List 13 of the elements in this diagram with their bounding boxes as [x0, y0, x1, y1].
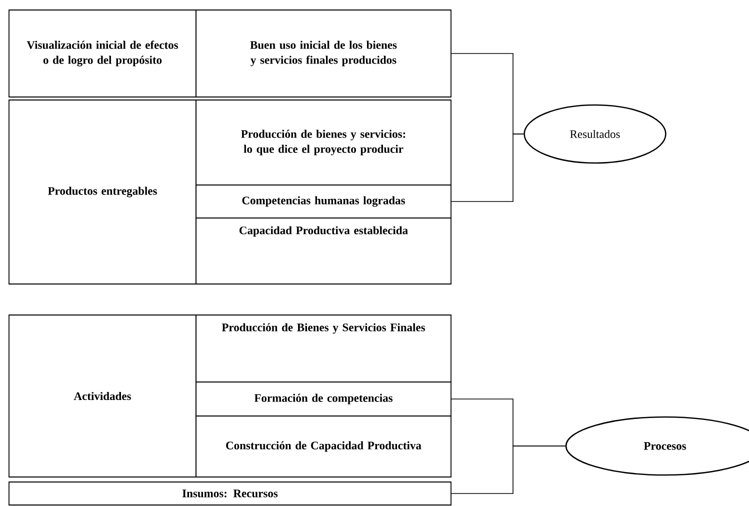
- text-cell: Visualización inicial de efectos o de logro del propósito: [8, 10, 196, 98]
- text-cell: Construcción de Capacidad Productiva: [196, 416, 452, 478]
- text-cell: Producción de bienes y servicios: lo que dice el proyecto producir: [196, 100, 452, 186]
- bracket-connector: [451, 446, 566, 494]
- bracket-connector: [451, 134, 524, 202]
- text-cell: Competencias humanas logradas: [196, 184, 452, 218]
- text-cell: Formación de competencias: [196, 382, 452, 416]
- text-cell: Insumos: Recursos: [8, 482, 452, 506]
- text-cell: Producción de Bienes y Servicios Finales: [196, 314, 452, 382]
- text-cell: Buen uso inicial de los bienes y servicios finales producidos: [196, 10, 452, 98]
- text-cell: Actividades: [8, 314, 196, 478]
- text-cell: Capacidad Productiva establecida: [196, 218, 452, 284]
- text-cell: Productos entregables: [8, 100, 196, 284]
